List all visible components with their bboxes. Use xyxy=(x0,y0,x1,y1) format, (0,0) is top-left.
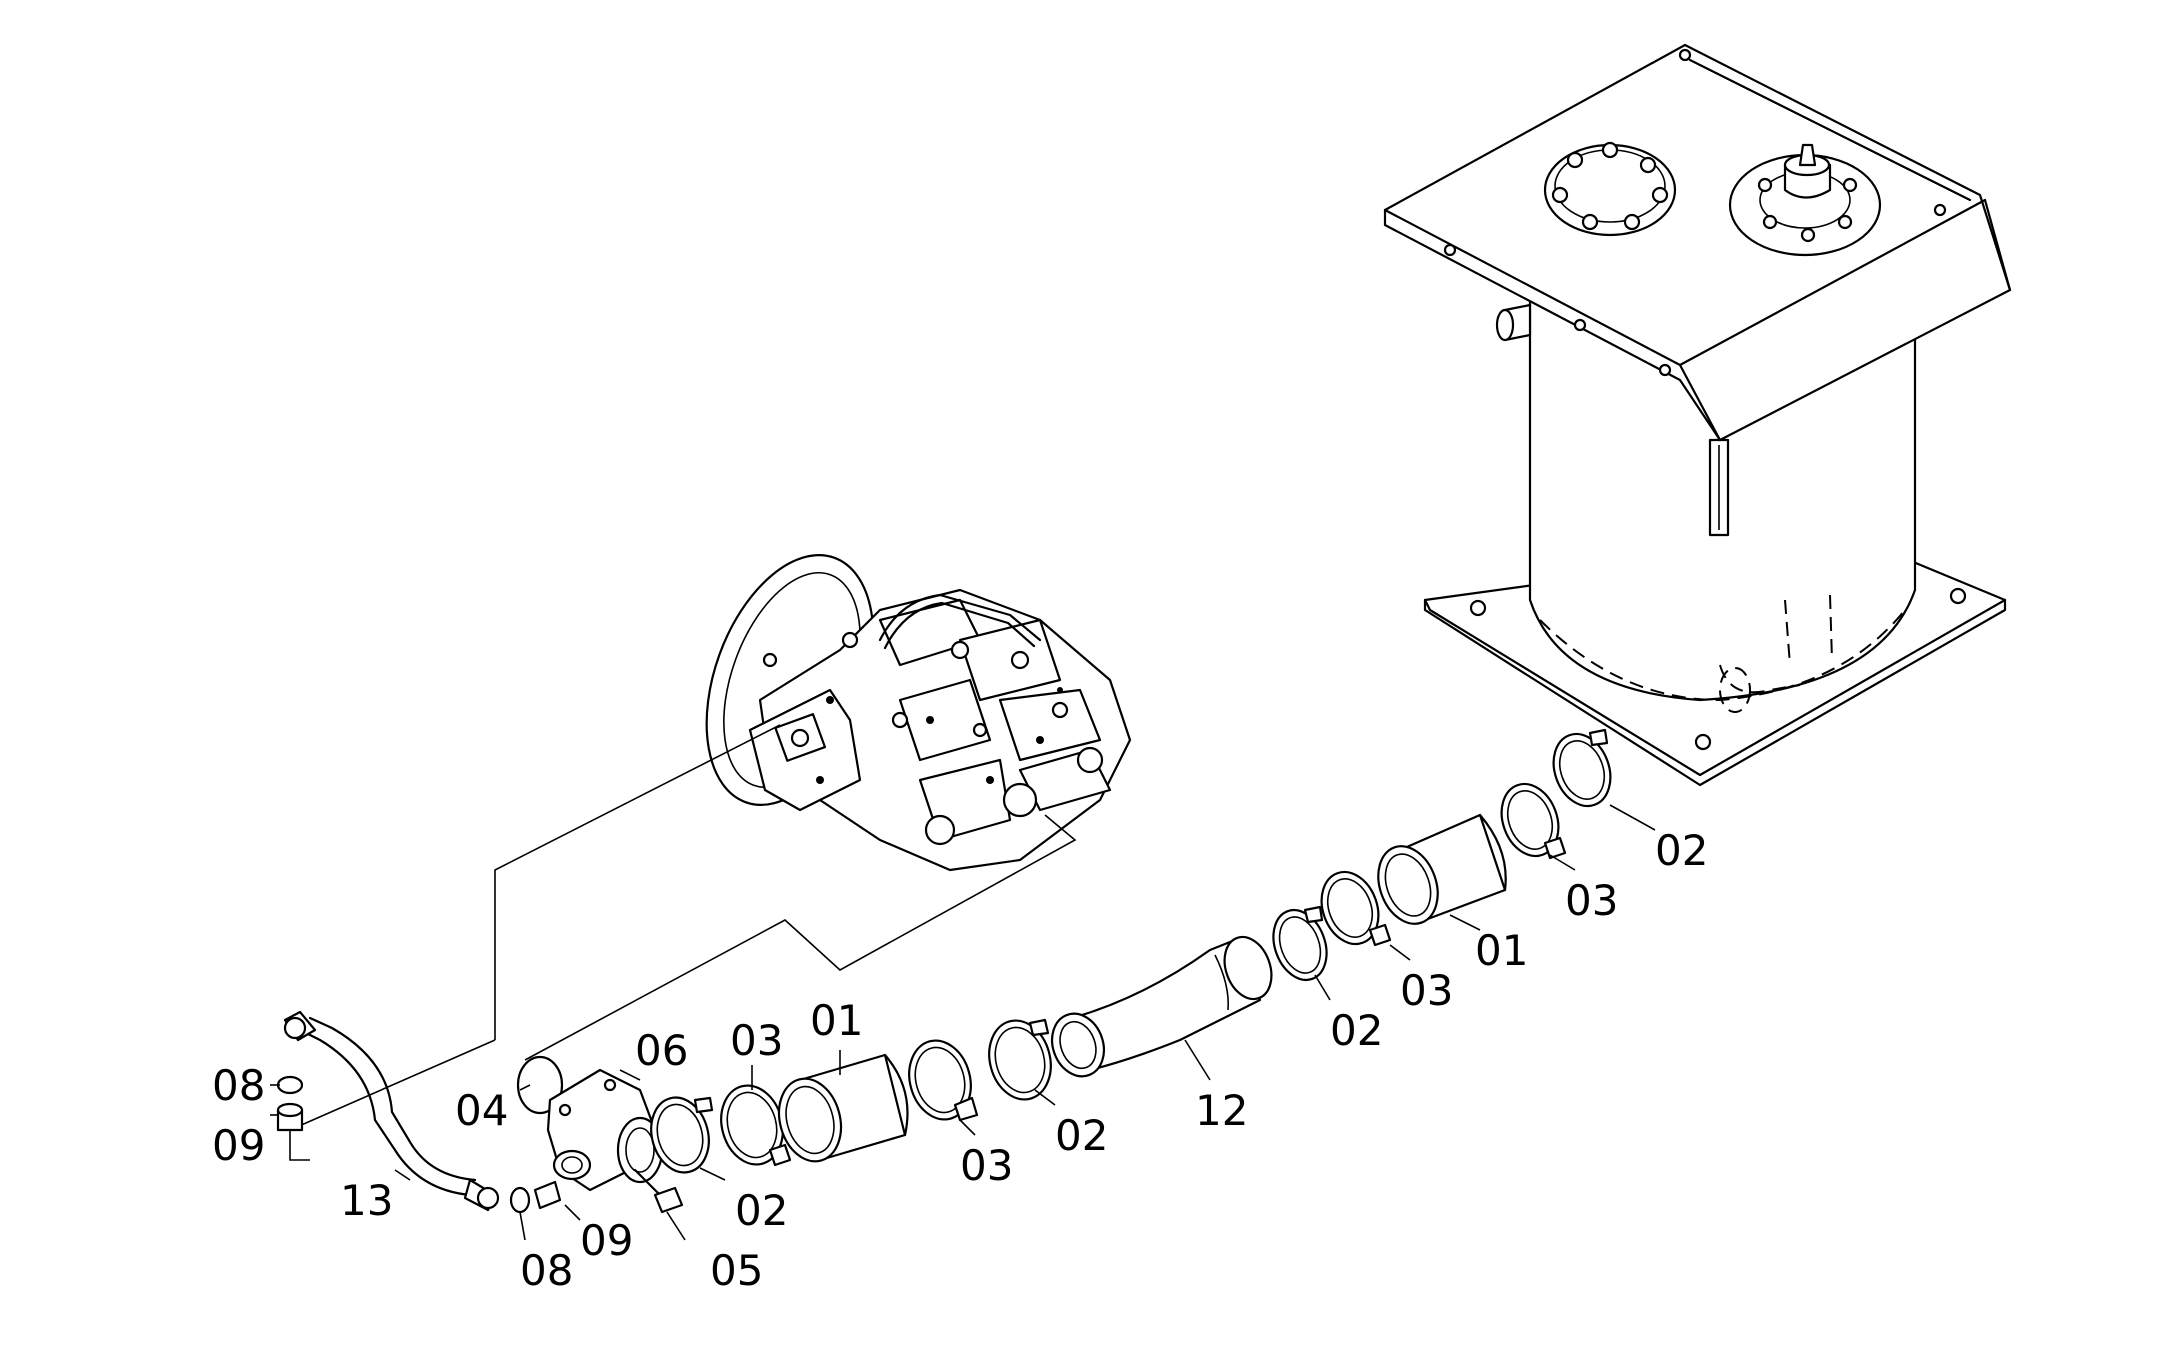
label-clamp-02-d: 02 xyxy=(1655,826,1708,875)
bolt-05 xyxy=(633,1168,684,1214)
label-clamp-03-d: 03 xyxy=(1565,876,1618,925)
clamp-02-a xyxy=(650,1096,714,1174)
fitting-08-09-bottom xyxy=(509,1180,562,1214)
clamp-03-a xyxy=(720,1084,792,1167)
clamp-03-b xyxy=(908,1039,979,1122)
inspection-cover xyxy=(1543,141,1677,237)
label-hose-13: 13 xyxy=(340,1176,393,1225)
label-oring-08-bottom: 08 xyxy=(520,1246,573,1295)
label-adapter-09-bottom: 09 xyxy=(580,1216,633,1265)
hose-01-upper xyxy=(1377,813,1507,925)
hydraulic-tank xyxy=(1383,43,2012,787)
label-oring-04: 04 xyxy=(455,1086,508,1135)
part-labels: 02 03 01 03 02 12 02 03 01 03 02 06 04 0… xyxy=(212,826,1708,1295)
label-clamp-03-b: 03 xyxy=(960,1141,1013,1190)
hose-01-lower xyxy=(777,1053,909,1163)
label-hose-01-lower: 01 xyxy=(810,996,863,1045)
clamp-02-d xyxy=(1552,728,1612,808)
label-clamp-03-c: 03 xyxy=(1400,966,1453,1015)
label-bolt-05: 05 xyxy=(710,1246,763,1295)
clamp-03-c xyxy=(1320,870,1392,947)
sight-gauge xyxy=(1708,438,1730,537)
elbow-06 xyxy=(516,1055,664,1192)
label-pipe-12: 12 xyxy=(1195,1086,1248,1135)
label-hose-01-upper: 01 xyxy=(1475,926,1528,975)
label-adapter-09-top: 09 xyxy=(212,1121,265,1170)
callout-leaders xyxy=(394,804,1656,1241)
label-clamp-02-b: 02 xyxy=(1055,1111,1108,1160)
fitting-08-09-top xyxy=(270,1075,304,1132)
label-elbow-06: 06 xyxy=(635,1026,688,1075)
label-oring-08-top: 08 xyxy=(212,1061,265,1110)
cover-bolts xyxy=(1443,48,1947,377)
clamp-02-c xyxy=(1272,905,1328,981)
label-clamp-02-a: 02 xyxy=(735,1186,788,1235)
clamp-03-d xyxy=(1500,782,1567,860)
label-clamp-03-a: 03 xyxy=(730,1016,783,1065)
clamp-02-b xyxy=(988,1018,1052,1101)
label-clamp-02-c: 02 xyxy=(1330,1006,1383,1055)
hose-13 xyxy=(283,1010,500,1212)
pipe-12 xyxy=(1050,935,1273,1078)
hydraulic-pump xyxy=(705,554,1132,872)
breather-cap xyxy=(1728,143,1882,257)
